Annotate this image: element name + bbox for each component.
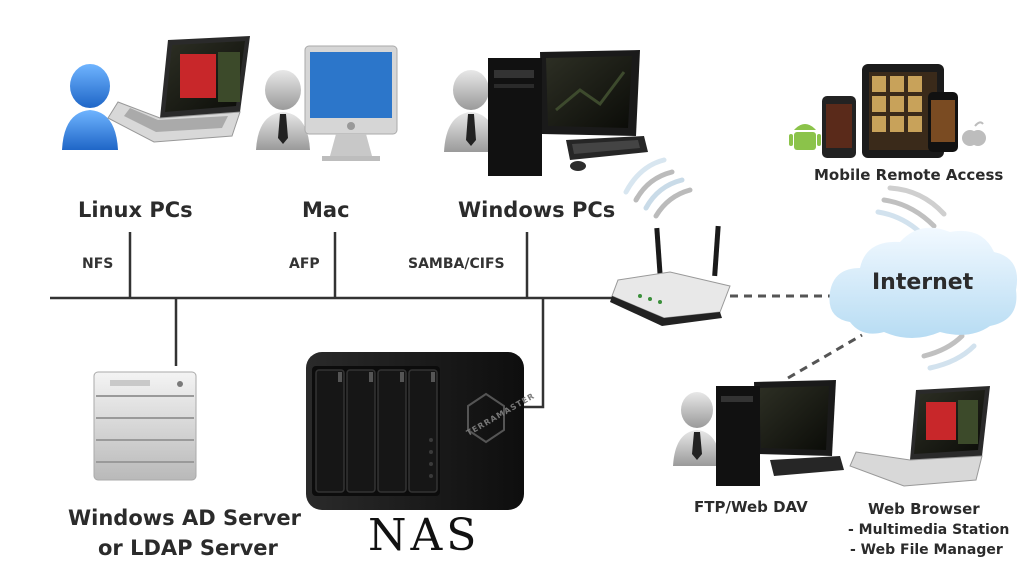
ftp-user-icon [673, 392, 721, 466]
internet-ftp-link [787, 333, 863, 380]
imac-icon [304, 45, 398, 161]
web-browser-label: Web Browser [868, 500, 980, 518]
windows-pcs-label: Windows PCs [458, 198, 616, 222]
mac-user-icon [256, 70, 310, 150]
apple-icon [962, 121, 986, 146]
cloud-wifi-icon [875, 185, 977, 371]
internet-links [730, 294, 863, 380]
ad-server-label: Windows AD Server [68, 506, 301, 530]
android-icon [789, 124, 821, 150]
linux-pcs-label: Linux PCs [78, 198, 193, 222]
ftp-webdav-label: FTP/Web DAV [694, 498, 808, 516]
ldap-server-label: or LDAP Server [98, 536, 278, 560]
mobile-devices-icon [822, 64, 958, 158]
internet-cloud-icon [829, 227, 1018, 338]
linux-laptop-icon [107, 36, 250, 143]
nas-drop-line [523, 298, 545, 409]
nfs-label: NFS [82, 256, 114, 272]
web-file-manager-label: - Web File Manager [850, 542, 1003, 558]
nas-device-icon [306, 352, 524, 510]
linux-user-icon [62, 64, 118, 150]
afp-label: AFP [289, 256, 320, 272]
wifi-signal-icon [623, 157, 693, 219]
mac-label: Mac [302, 198, 350, 222]
ad-server-icon [93, 371, 197, 481]
internet-label: Internet [872, 270, 974, 295]
samba-cifs-label: SAMBA/CIFS [408, 256, 505, 272]
wireless-router-icon [610, 225, 731, 326]
mobile-remote-access-label: Mobile Remote Access [814, 166, 1004, 184]
nas-label: NAS [368, 510, 481, 561]
multimedia-station-label: - Multimedia Station [848, 522, 1010, 538]
windows-user-icon [444, 70, 498, 152]
network-lines [50, 232, 612, 409]
ftp-pc-icon [716, 380, 844, 486]
windows-pc-icon [488, 50, 648, 176]
web-browser-laptop-icon [849, 386, 990, 487]
